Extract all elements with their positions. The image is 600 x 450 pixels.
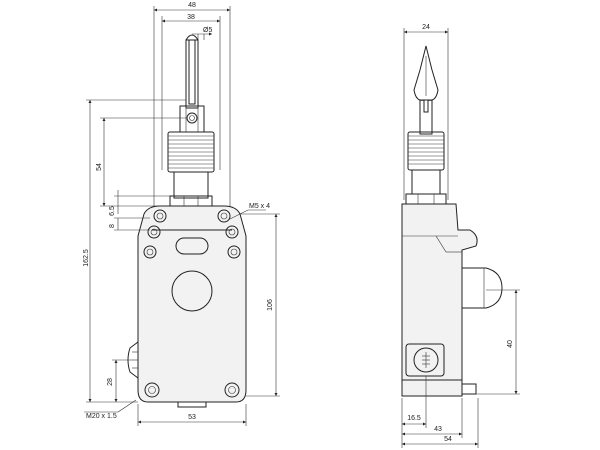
dim-body-width-label: 53 bbox=[188, 414, 196, 421]
side-bellows bbox=[405, 131, 447, 205]
dim-width-43: 43 bbox=[402, 398, 463, 438]
dim-body-height-label: 106 bbox=[267, 299, 274, 311]
dim-top-outer-label: 48 bbox=[188, 2, 196, 9]
dim-height-total-label: 162.5 bbox=[83, 249, 90, 267]
dim-height-6-5: 6.5 bbox=[109, 190, 170, 216]
dim-body-width: 53 bbox=[137, 404, 247, 426]
dim-width-54-label: 54 bbox=[444, 436, 452, 443]
dim-eye-diameter-label: Ø5 bbox=[203, 27, 212, 34]
dim-body-height: 106 bbox=[240, 213, 280, 397]
dim-width-16-5-label: 16.5 bbox=[407, 415, 421, 422]
dim-height-8: 8 bbox=[109, 217, 150, 231]
dim-height-54-label: 54 bbox=[96, 163, 103, 171]
dim-button-height-label: 40 bbox=[507, 340, 514, 348]
dim-side-top: 24 bbox=[403, 24, 449, 200]
actuator-fork bbox=[179, 34, 205, 133]
dim-height-6-5-label: 6.5 bbox=[109, 206, 116, 216]
dim-height-8-label: 8 bbox=[109, 224, 116, 228]
dim-height-54: 54 bbox=[96, 117, 186, 207]
dim-width-54: 54 bbox=[402, 398, 479, 448]
side-actuator bbox=[413, 45, 439, 135]
dim-gland-thread-label: M20 x 1.5 bbox=[86, 413, 117, 420]
dim-gland-height-label: 28 bbox=[107, 378, 114, 386]
dim-gland-height: 28 bbox=[107, 359, 130, 402]
dim-side-top-label: 24 bbox=[422, 24, 430, 31]
front-view: 48 38 Ø5 bbox=[83, 2, 280, 426]
dim-width-16-5: 16.5 bbox=[401, 376, 427, 448]
bellows bbox=[167, 131, 215, 207]
switch-housing bbox=[137, 205, 247, 408]
dim-height-total: 162.5 bbox=[83, 99, 186, 403]
dim-thread-m5-label: M5 x 4 bbox=[249, 203, 270, 210]
dim-eye-diameter: Ø5 bbox=[192, 27, 212, 40]
side-button bbox=[462, 267, 503, 309]
side-view: 24 bbox=[401, 24, 520, 448]
dim-button-height: 40 bbox=[476, 289, 520, 395]
dim-width-43-label: 43 bbox=[434, 426, 442, 433]
dim-top-inner: 38 bbox=[161, 14, 221, 170]
side-housing bbox=[401, 203, 478, 397]
dim-gland-thread: M20 x 1.5 bbox=[84, 399, 137, 420]
dim-thread-m5: M5 x 4 bbox=[227, 203, 270, 221]
dim-top-outer: 48 bbox=[153, 2, 231, 210]
side-cable-gland bbox=[405, 343, 445, 377]
dim-top-inner-label: 38 bbox=[187, 14, 195, 21]
